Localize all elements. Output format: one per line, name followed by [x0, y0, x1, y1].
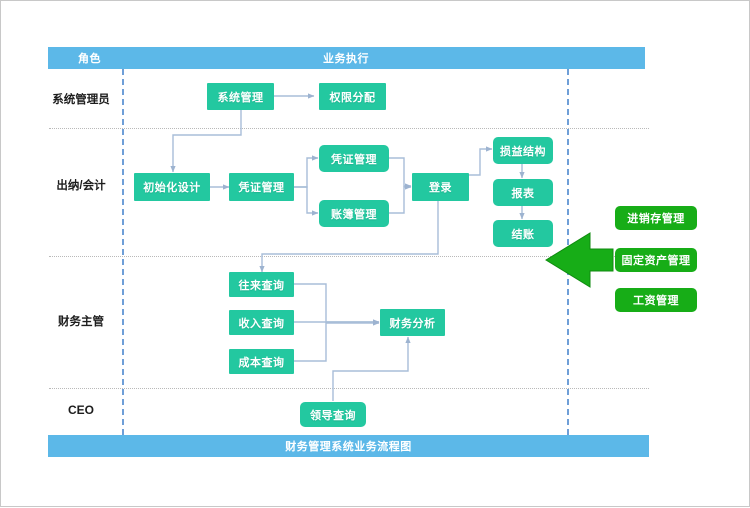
node-sys-manage[interactable]: 系统管理 — [207, 83, 274, 110]
lane-label-ceo: CEO — [67, 403, 94, 417]
lane-divider-left — [122, 69, 124, 435]
edge-leader-to-analysis — [332, 336, 411, 401]
header-main-label: 业务执行 — [323, 53, 369, 65]
external-module-fixed-asset[interactable]: 固定资产管理 — [615, 248, 697, 272]
node-perm-assign[interactable]: 权限分配 — [319, 83, 386, 110]
node-init-design[interactable]: 初始化设计 — [134, 173, 210, 201]
header-banner: 角色 业务执行 — [48, 47, 645, 69]
header-role-label: 角色 — [78, 53, 101, 65]
lane-separator-2 — [49, 256, 649, 257]
edge-arap-to-analysis — [294, 283, 380, 325]
edge-voucher-to-voucher2 — [293, 155, 319, 188]
node-leader-query[interactable]: 领导查询 — [300, 402, 366, 427]
node-voucher-mgmt-2[interactable]: 凭证管理 — [319, 145, 389, 172]
edge-voucher2-to-login — [389, 157, 412, 189]
node-ledger-mgmt[interactable]: 账簿管理 — [319, 200, 389, 227]
lane-label-sysadmin: 系统管理员 — [52, 94, 110, 106]
external-module-inventory[interactable]: 进销存管理 — [615, 206, 697, 230]
edge-ledger-to-login — [389, 184, 412, 214]
node-voucher-mgmt[interactable]: 凭证管理 — [229, 173, 294, 201]
edge-sysmanage-to-init — [170, 110, 242, 173]
lane-label-cashier: 出纳/会计 — [56, 180, 106, 192]
node-login[interactable]: 登录 — [412, 173, 469, 201]
lane-label-finance: 财务主管 — [58, 316, 104, 328]
lane-separator-1 — [49, 128, 649, 129]
edge-voucher-to-ledger — [293, 186, 319, 216]
node-report[interactable]: 报表 — [493, 179, 553, 206]
edge-cost-to-analysis — [294, 320, 380, 362]
node-settlement[interactable]: 结账 — [493, 220, 553, 247]
footer-banner: 财务管理系统业务流程图 — [48, 435, 649, 457]
node-fin-analysis[interactable]: 财务分析 — [380, 309, 445, 336]
external-modules-arrow — [545, 232, 614, 288]
lane-separator-3 — [49, 388, 649, 389]
node-pl-structure[interactable]: 损益结构 — [493, 137, 553, 164]
external-module-payroll[interactable]: 工资管理 — [615, 288, 697, 312]
footer-title: 财务管理系统业务流程图 — [285, 441, 412, 453]
edge-login-to-pl — [468, 146, 493, 176]
lane-divider-right — [567, 69, 569, 435]
node-cost-query[interactable]: 成本查询 — [229, 349, 294, 374]
node-income-query[interactable]: 收入查询 — [229, 310, 294, 335]
node-ar-ap-query[interactable]: 往来查询 — [229, 272, 294, 297]
